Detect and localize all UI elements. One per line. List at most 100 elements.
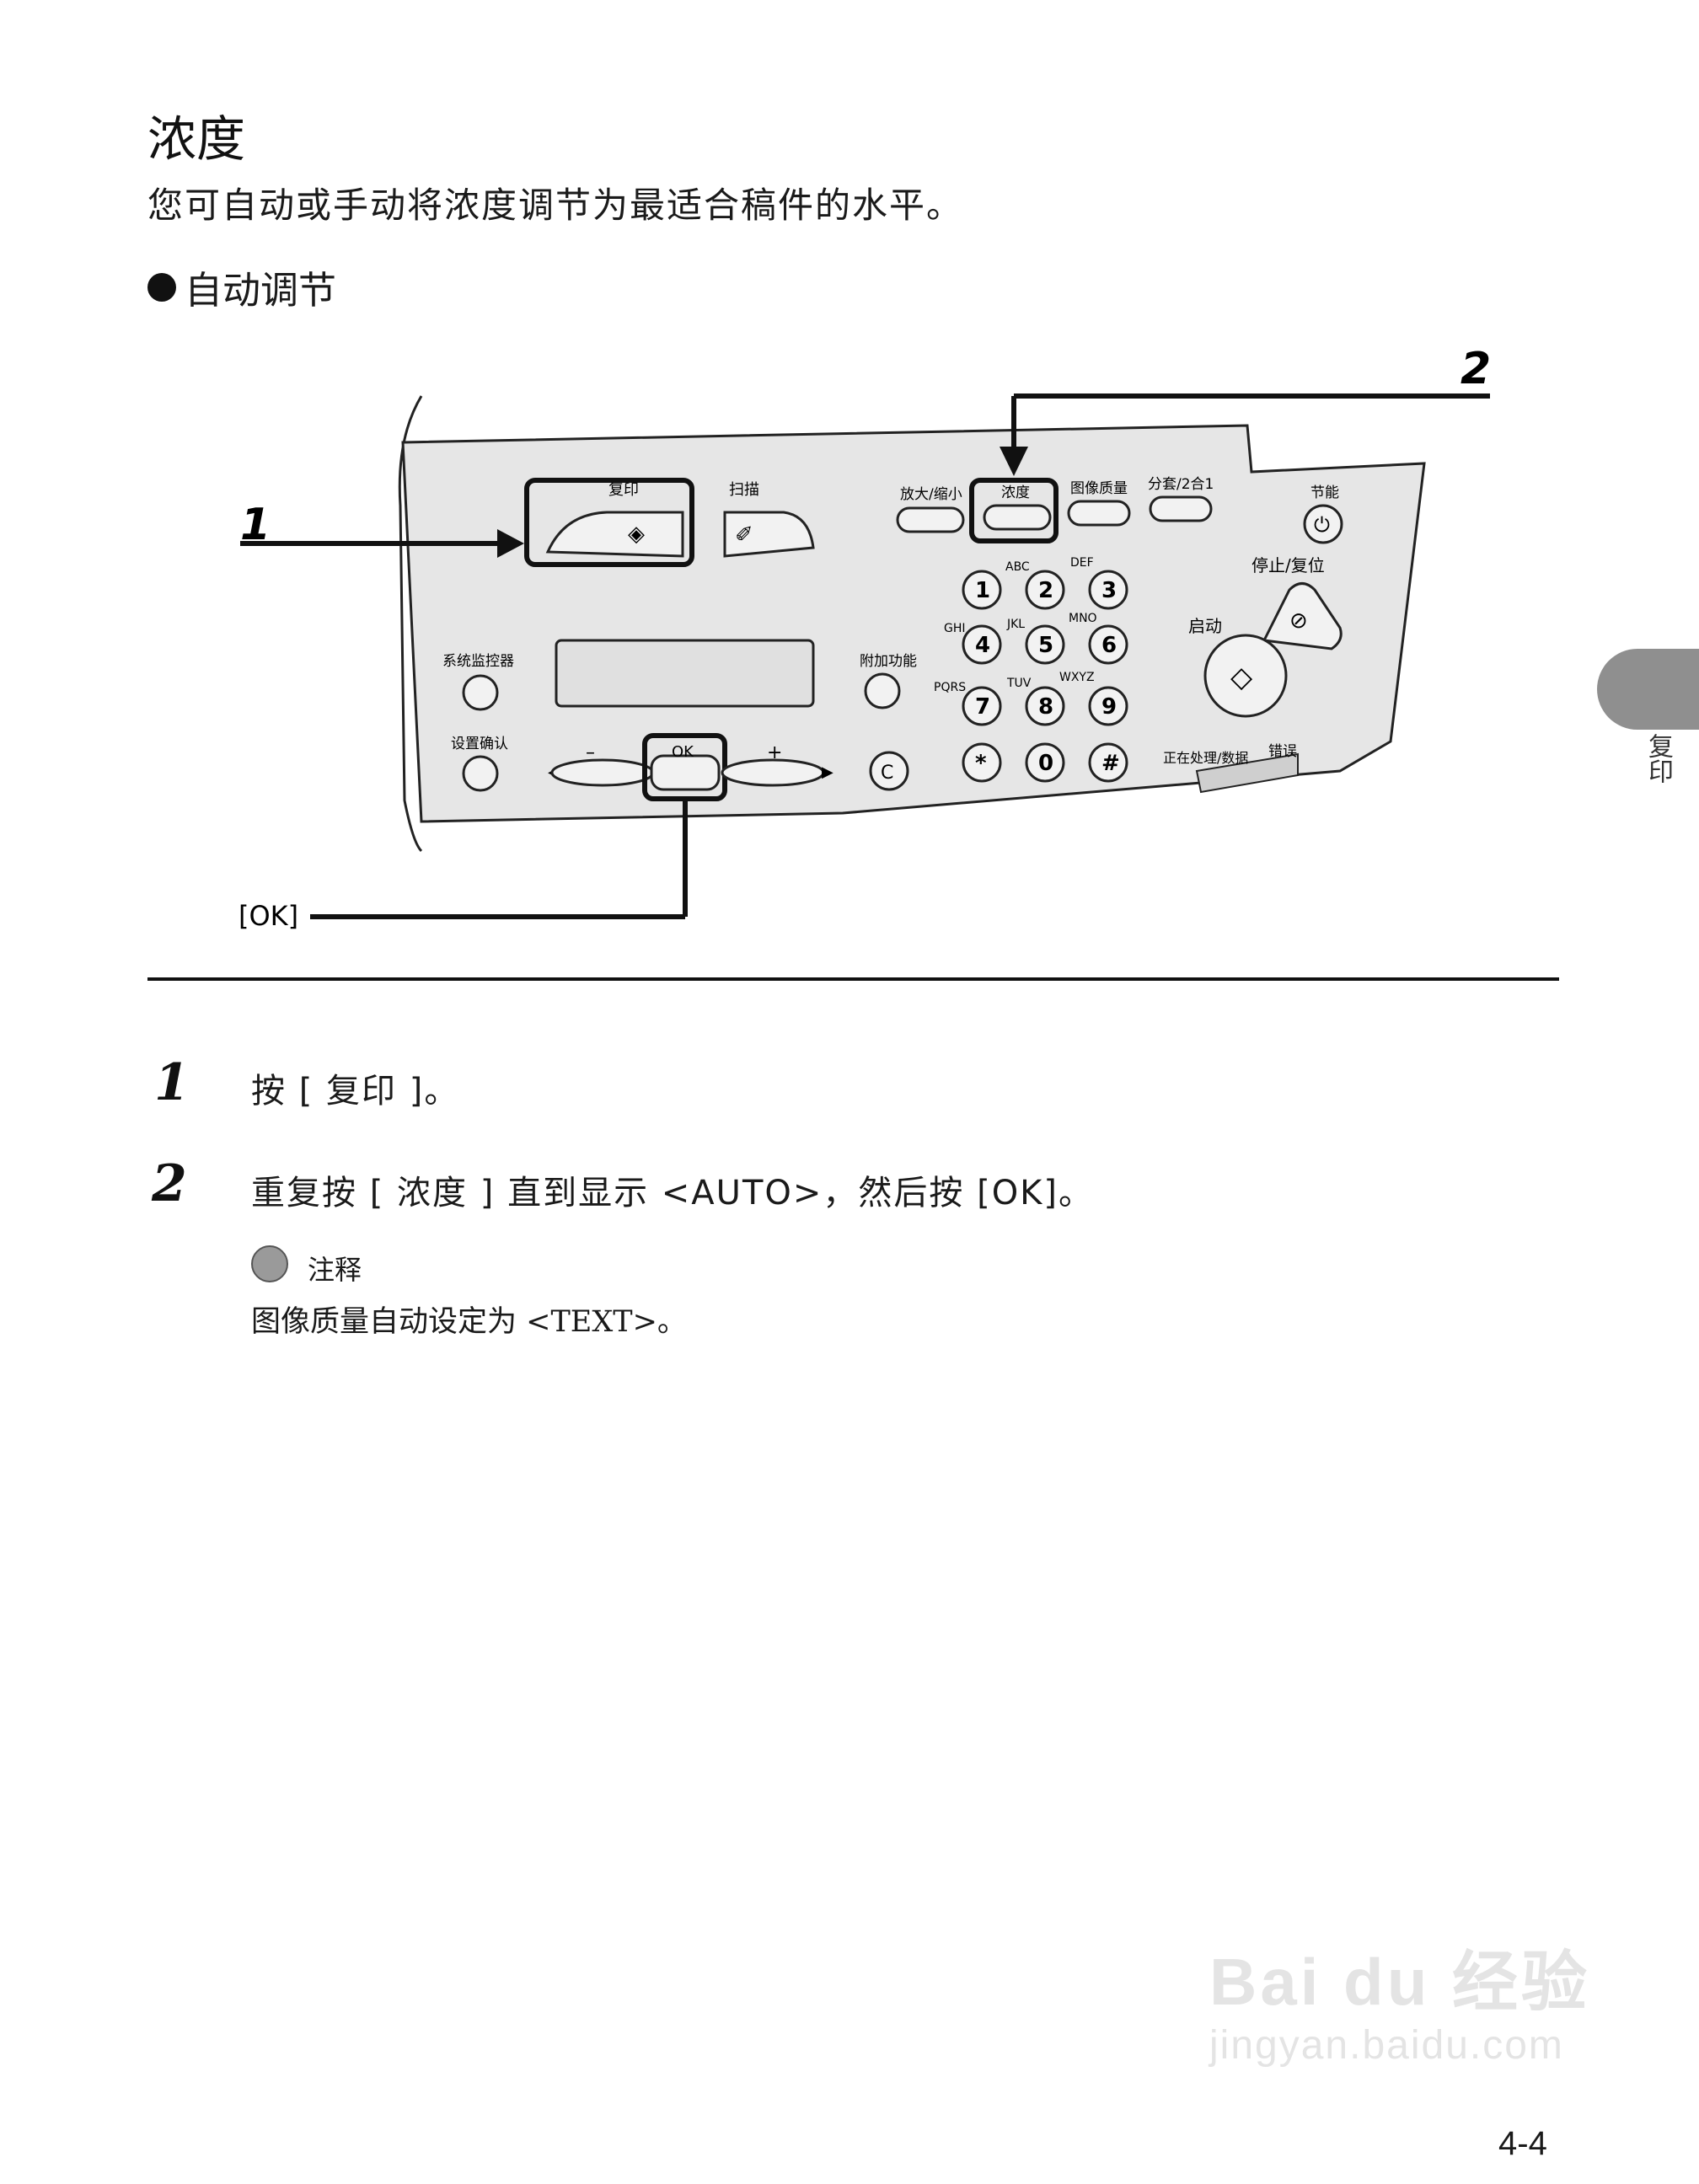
keypad-key-label: 4 [975,633,990,658]
keypad-key-label: 9 [1101,694,1117,720]
power-icon: ⏻ [1314,513,1330,537]
keypad-key-5 [1088,624,1128,665]
energy-saver-label: 节能 [1310,484,1339,501]
keypad-key-label: 2 [1038,578,1053,603]
keypad-key-label: 5 [1038,633,1053,658]
right-arrow-icon: ▶ [822,763,833,781]
density-button [983,504,1052,531]
keypad-key-1 [1025,570,1065,610]
lcd-display [555,639,815,708]
collate-label: 分套/2合1 [1148,476,1214,493]
system-monitor-button [462,674,499,711]
copy-button-shape [545,511,684,558]
clear-label: C [881,763,893,784]
note-text: 图像质量自动设定为 <TEXT>。 [251,1305,687,1339]
scan-button-label: 扫描 [729,481,759,499]
keypad-key-3 [962,624,1002,665]
section-subheading: 自动调节 [147,260,336,314]
keypad-key-7 [1025,686,1065,726]
callout-1-arrow [497,529,524,558]
page-number: 4-4 [1498,2125,1547,2162]
watermark-logo: Bai du 经验 [1209,1945,1591,2019]
keypad-letters: DEF [1070,556,1094,570]
image-quality-label: 图像质量 [1070,480,1128,497]
keypad-key-label: 0 [1038,751,1053,776]
stop-icon: ⊘ [1289,608,1308,634]
keypad-letters: MNO [1069,612,1097,625]
control-panel-diagram: 复印 扫描 ◈ ✐ 放大/缩小 浓度 图像质量 分套/2合1 节能 ⏻ 停止/复… [239,344,1491,932]
chapter-tab-label: 复印 [1643,733,1673,784]
callout-2-number: 2 [1460,344,1491,394]
keypad-key-4 [1025,624,1065,665]
note-label: 注释 [308,1254,362,1286]
density-highlight-box [969,478,1059,543]
keypad-letters: GHI [944,622,966,635]
plus-button [721,758,825,787]
section-divider [147,977,1559,981]
subheading-text: 自动调节 [185,268,337,313]
settings-label: 设置确认 [451,736,508,752]
zoom-button [896,506,965,533]
keypad-key-label: 3 [1101,578,1117,603]
step-1-number: 1 [154,1053,190,1112]
start-icon: ◇ [1230,661,1253,694]
scan-button-shape [723,511,815,558]
keypad-key-6 [962,686,1002,726]
plus-label: + [767,742,782,763]
keypad-key-11 [1088,742,1128,783]
ok-callout-label: [OK] [239,900,298,932]
keypad-key-label: 7 [975,694,990,720]
keypad-letters: WXYZ [1059,671,1095,684]
keypad-letters: TUV [1006,677,1032,690]
keypad-key-label: 6 [1101,633,1117,658]
callout-1-number: 1 [240,500,271,550]
stop-reset-label: 停止/复位 [1251,555,1325,575]
start-label: 启动 [1188,616,1222,636]
clear-button [869,751,909,791]
zoom-label: 放大/缩小 [900,486,962,503]
panel-edge [398,395,423,853]
keypad-key-8 [1088,686,1128,726]
collate-button [1149,495,1213,522]
keypad-key-10 [1025,742,1065,783]
start-button [1203,634,1288,718]
keypad-key-label: # [1101,751,1120,776]
keypad-letters: JKL [1006,618,1025,631]
note-pencil-icon [251,1245,288,1282]
scan-icon: ✐ [735,522,753,548]
keypad-key-0 [962,570,1002,610]
intro-paragraph: 您可自动或手动将浓度调节为最适合稿件的水平。 [147,185,964,226]
settings-button [462,755,499,792]
watermark-url: jingyan.baidu.com [1209,2023,1564,2068]
image-quality-button [1067,500,1131,527]
additional-functions-label: 附加功能 [860,653,917,670]
energy-saver-button [1303,504,1343,544]
ok-label: OK [672,743,694,761]
bullet-icon [147,272,176,302]
callout-2-arrow [1000,447,1028,476]
keypad-letters: PQRS [934,681,966,694]
keypad-letters: ABC [1005,560,1030,574]
error-label: 错误 [1268,743,1297,760]
additional-functions-button [864,672,901,709]
keypad-key-label: * [975,751,987,776]
ok-button [650,754,721,791]
error-lamp [1195,752,1299,794]
step-1-text: 按 [ 复印 ]。 [251,1072,460,1111]
step-2-number: 2 [152,1154,187,1213]
processing-data-label: 正在处理/数据 [1163,750,1248,766]
chapter-tab [1597,649,1699,730]
density-label: 浓度 [1001,484,1030,501]
keypad-key-2 [1088,570,1128,610]
minus-button [550,758,655,787]
keypad-key-label: 1 [975,578,990,603]
system-monitor-label: 系统监控器 [442,653,514,670]
copy-highlight-box [524,478,694,567]
step-2-text: 重复按 [ 浓度 ] 直到显示 <AUTO>，然后按 [OK]。 [251,1174,1095,1212]
keypad-key-9 [962,742,1002,783]
page-title: 浓度 [147,110,246,168]
copy-icon: ◈ [628,522,645,547]
minus-label: – [586,742,595,763]
copy-button-label: 复印 [608,481,639,499]
